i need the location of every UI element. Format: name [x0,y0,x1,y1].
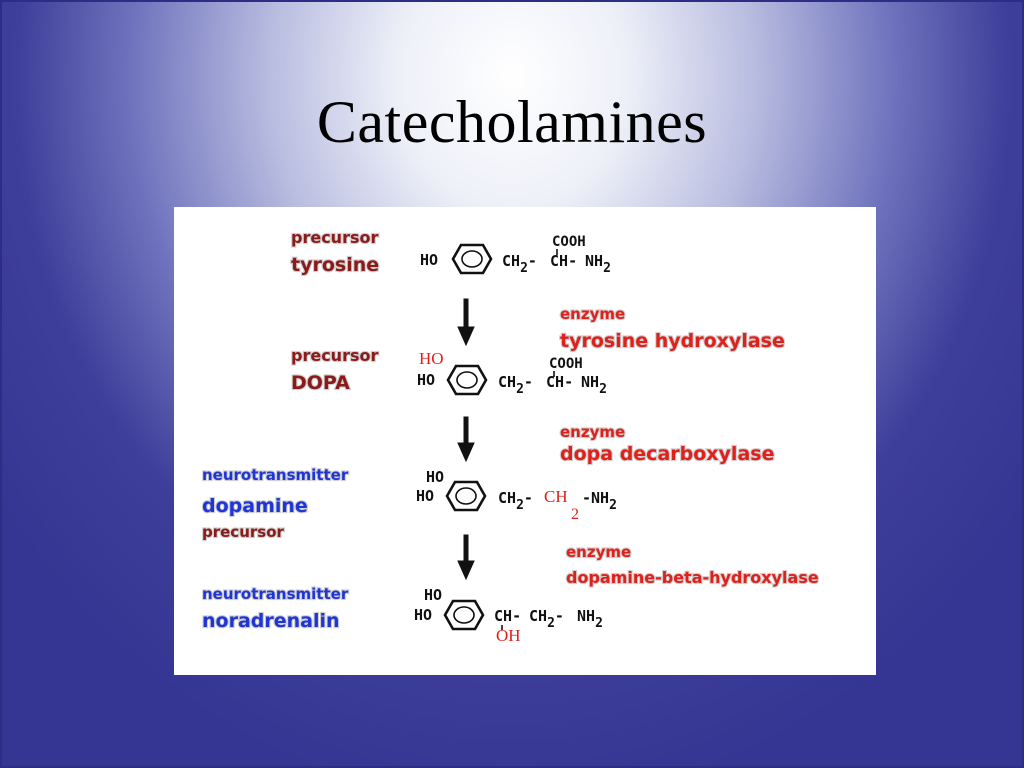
enzyme-1: enzyme tyrosine hydroxylase [559,304,786,353]
enzyme-1-label: enzyme [560,305,625,323]
dopa-role-label: precursor [291,346,378,365]
tyrosine-amine: NH2 [585,252,611,276]
dopa-chain-ch: CH2- [498,373,533,397]
tyrosine-chain-ch: CH2- [502,252,537,276]
noradrenalin-amine: NH2 [577,607,603,631]
noradrenalin-beta-ch: CH- [494,607,521,625]
noradrenalin-name-label: noradrenalin [202,610,340,632]
dopamine-secondary-role-label: precursor [202,523,285,541]
noradrenalin-upper-hydroxyl: HO [424,586,442,604]
dopamine-name-label: dopamine [202,495,308,517]
slide-title: Catecholamines [316,89,708,155]
dopamine-chain-ch: CH2- [498,489,533,513]
enzyme-1-name: tyrosine hydroxylase [560,330,785,352]
dopamine-left-hydroxyl: HO [416,487,434,505]
dopa-carboxyl: COOH [549,356,583,372]
noradrenalin-chain-ch: CH2- [529,607,564,631]
step-dopamine: neurotransmitter dopamine precursor HO H… [201,465,617,542]
dopamine-amine: -NH2 [582,489,617,513]
pathway-diagram: precursor tyrosine HO CH2- CH- NH2 COOH … [201,227,820,645]
enzyme-2-label: enzyme [560,423,625,441]
dopamine-upper-hydroxyl: HO [426,468,444,486]
enzyme-3: enzyme dopamine-beta-hydroxylase [565,542,820,588]
tyrosine-carboxyl: COOH [552,234,586,250]
noradrenalin-role-label: neurotransmitter [202,585,349,603]
dopa-left-hydroxyl: HO [417,371,435,389]
step-dopa: precursor DOPA HO HO CH2- CH- NH2 COOH [290,345,607,397]
dopamine-changed-group-subscript: 2 [571,506,579,523]
pathway-diagram-panel: precursor tyrosine HO CH2- CH- NH2 COOH … [174,207,876,675]
arrow-step-2 [457,416,475,463]
dopa-name-label: DOPA [291,372,350,394]
dopamine-benzene-ring [445,480,487,512]
arrow-step-3 [457,534,475,581]
step-noradrenalin: neurotransmitter noradrenalin HO HO CH- … [201,584,603,645]
dopa-added-hydroxyl: HO [419,349,444,368]
enzyme-3-name: dopamine-beta-hydroxylase [566,568,819,587]
enzyme-2-name: dopa decarboxylase [560,443,774,465]
dopa-benzene-ring [446,364,488,396]
noradrenalin-benzene-ring [443,599,485,631]
tyrosine-name-label: tyrosine [291,254,379,276]
tyrosine-benzene-ring [451,243,493,275]
dopa-alpha-ch: CH- [546,373,573,391]
enzyme-3-label: enzyme [566,543,631,561]
tyrosine-role-label: precursor [291,228,378,247]
dopa-amine: NH2 [581,373,607,397]
dopamine-changed-group: CH [544,487,568,506]
arrow-step-1 [457,298,475,347]
step-tyrosine: precursor tyrosine HO CH2- CH- NH2 COOH [290,227,611,277]
dopamine-role-label: neurotransmitter [202,466,349,484]
noradrenalin-added-hydroxyl: OH [496,626,521,645]
noradrenalin-left-hydroxyl: HO [414,606,432,624]
tyrosine-left-hydroxyl: HO [420,251,438,269]
enzyme-2: enzyme dopa decarboxylase [559,422,776,466]
tyrosine-alpha-ch: CH- [550,252,577,270]
